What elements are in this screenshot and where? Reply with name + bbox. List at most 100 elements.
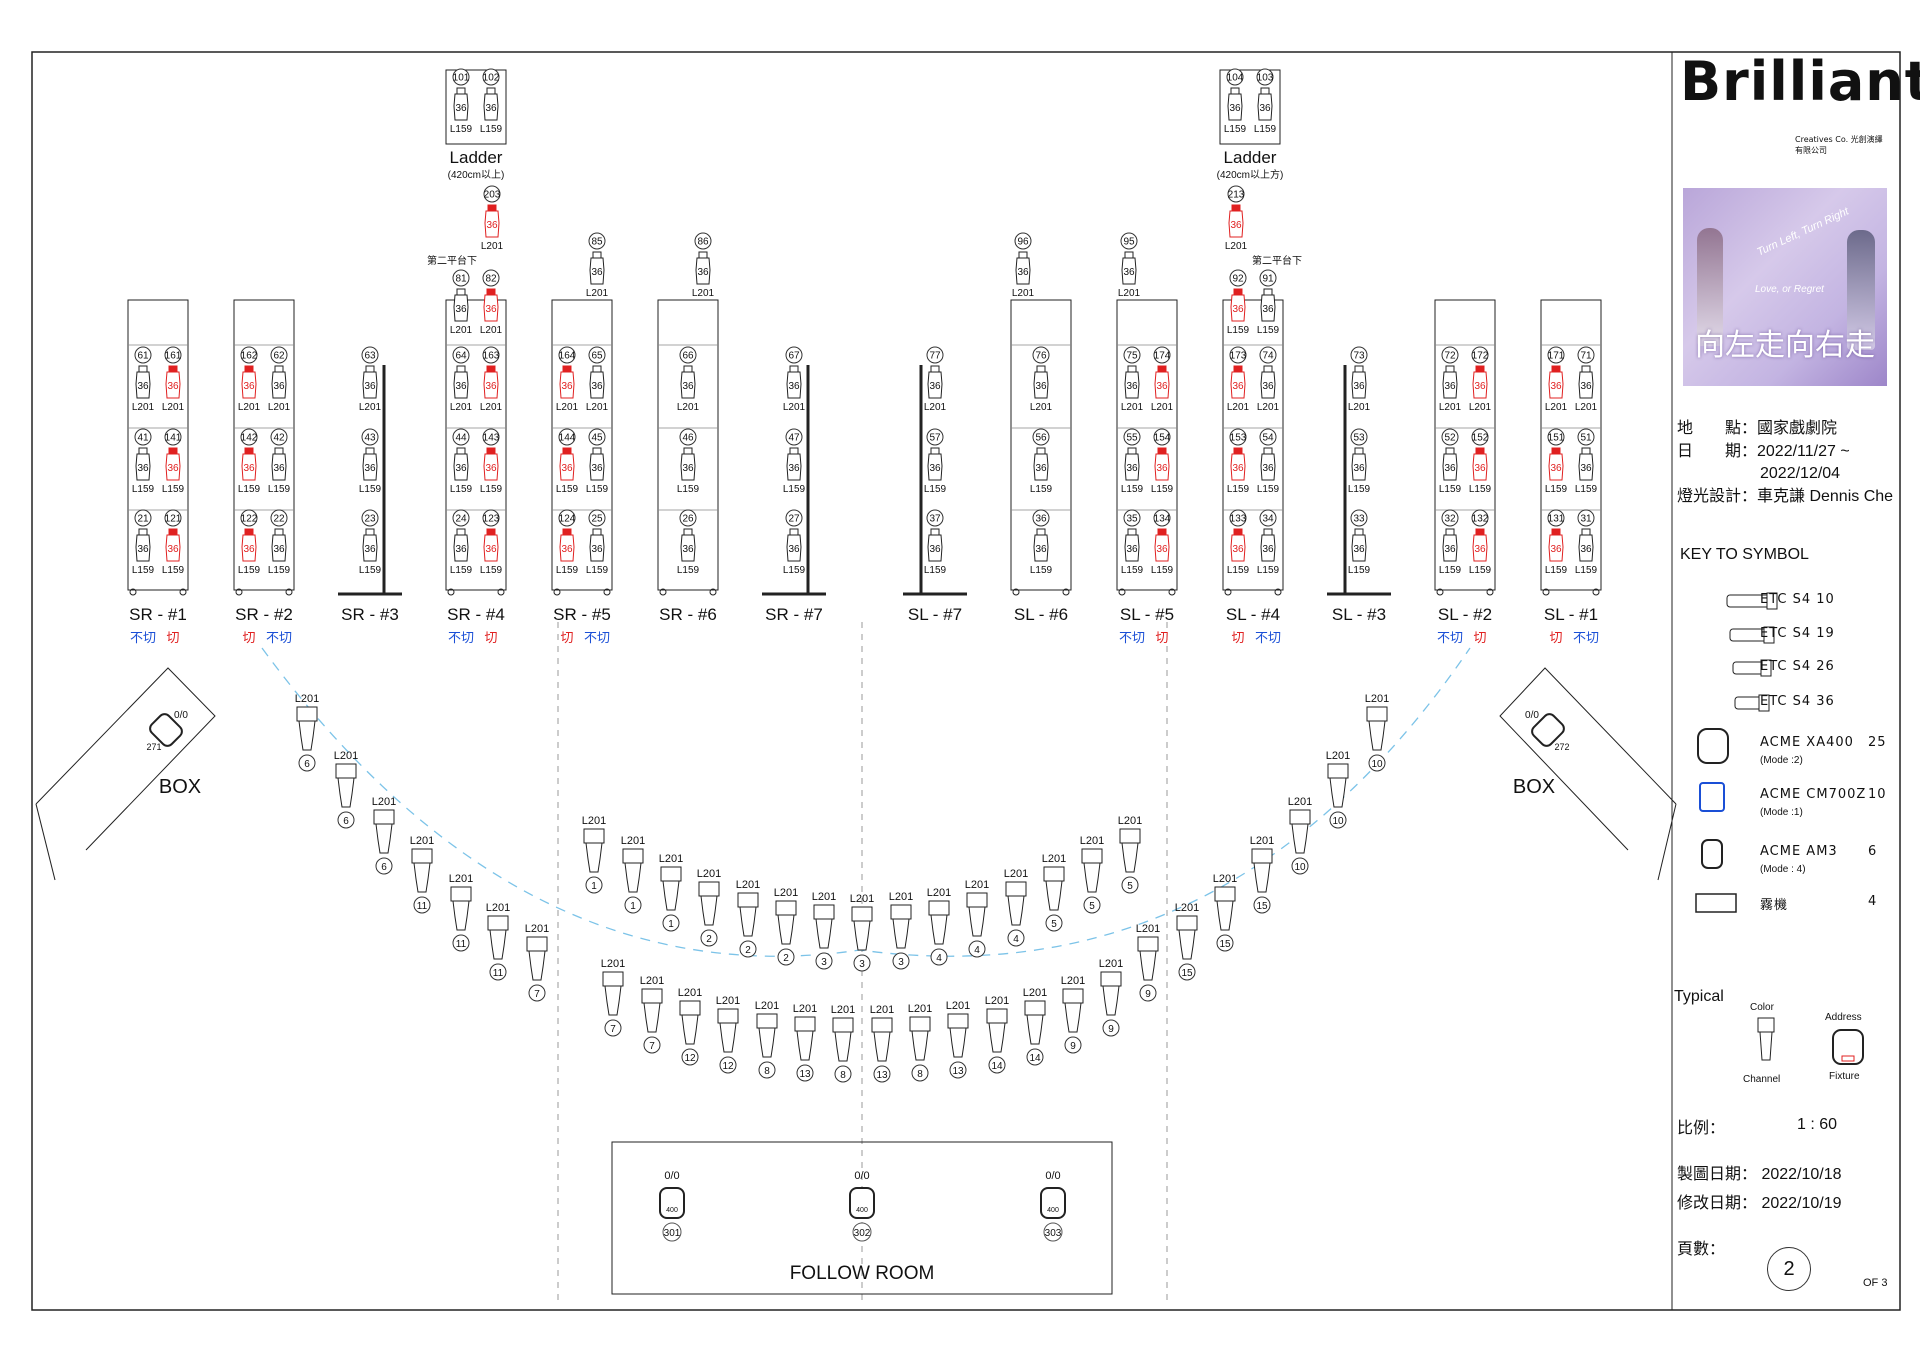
instrument-body <box>1121 842 1139 873</box>
instrument-lens <box>335 763 357 779</box>
instrument-body <box>165 371 181 399</box>
color-number: 36 <box>243 381 255 392</box>
key-item-label: ETC S4 26 <box>1760 659 1835 674</box>
channel-number: 2 <box>706 934 712 945</box>
channel-circle <box>337 811 355 829</box>
channel-circle <box>482 68 500 86</box>
gel-label: L201 <box>812 891 836 903</box>
channel-number: 31 <box>1580 514 1592 525</box>
instrument-body <box>453 453 469 481</box>
channel-circle <box>1441 509 1459 527</box>
instrument-body <box>362 371 378 399</box>
instrument-body <box>680 534 696 562</box>
instrument-body <box>453 294 469 322</box>
channel-circle <box>1123 509 1141 527</box>
instrument-body <box>988 1022 1006 1053</box>
channel-number: 9 <box>1108 1024 1114 1035</box>
channel-number: 33 <box>1353 514 1365 525</box>
gel-label: L159 <box>1254 124 1277 135</box>
boom-11: 9236L1599136L15917336L2017436L20115336L1… <box>1222 269 1284 645</box>
gel-label: L201 <box>450 325 473 336</box>
instrument-body <box>1045 880 1063 911</box>
channel-circle <box>1547 346 1565 364</box>
instrument-body <box>362 534 378 562</box>
instrument-lens <box>562 528 572 536</box>
color-number: 36 <box>1126 463 1138 474</box>
channel-circle <box>777 948 795 966</box>
gel-label: L201 <box>924 402 947 413</box>
instrument-lens <box>602 971 624 987</box>
caster <box>1486 588 1494 596</box>
channel-circle <box>1329 811 1347 829</box>
channel-number: 162 <box>241 351 258 362</box>
color-number: 36 <box>561 463 573 474</box>
gel-label: L201 <box>965 879 989 891</box>
channel-circle <box>1259 346 1277 364</box>
channel-number: 72 <box>1444 351 1456 362</box>
color-number: 36 <box>788 381 800 392</box>
channel-circle <box>588 232 606 250</box>
typical-color-label: Color <box>1750 1002 1774 1013</box>
ellipsoidal-lens <box>1758 694 1770 712</box>
instrument-body <box>1064 1002 1082 1033</box>
boom-10: 7536L20117436L2015536L15915436L1593536L1… <box>1116 299 1178 645</box>
boom-name: SL - #4 <box>1226 605 1280 624</box>
instrument-body <box>483 534 499 562</box>
channel-circle <box>968 940 986 958</box>
channel-circle <box>926 509 944 527</box>
channel-circle <box>134 428 152 446</box>
cut-tag: 不切 <box>1119 630 1145 645</box>
instrument-body <box>1033 371 1049 399</box>
instrument-body <box>271 453 287 481</box>
instrument-body <box>624 862 642 893</box>
channel-number: 122 <box>241 514 258 525</box>
instrument-body <box>1260 534 1276 562</box>
channel-number: 102 <box>483 73 500 84</box>
instrument-body <box>927 371 943 399</box>
gel-label: L159 <box>924 565 947 576</box>
key-item-mode: (Mode :1) <box>1760 807 1803 818</box>
gel-label: L201 <box>1469 402 1492 413</box>
instrument-lens <box>365 528 375 536</box>
instrument-lens <box>641 988 663 1004</box>
cm700-symbol <box>1699 782 1725 812</box>
channel-circle <box>719 1056 737 1074</box>
channel-number: 47 <box>788 433 800 444</box>
boom-frame <box>445 299 507 591</box>
instrument-body <box>786 453 802 481</box>
instrument-lens <box>486 288 496 296</box>
boom-name: SR - #3 <box>341 605 399 624</box>
channel-number: 35 <box>1126 514 1138 525</box>
caster <box>497 588 505 596</box>
color-number: 36 <box>1550 544 1562 555</box>
instrument-lens <box>1036 447 1046 455</box>
instrument-lens <box>679 1000 701 1016</box>
caster <box>1168 588 1176 596</box>
gel-label: L201 <box>659 853 683 865</box>
instrument-body <box>719 1022 737 1053</box>
color-number: 36 <box>1580 463 1592 474</box>
gel-label: L159 <box>359 565 382 576</box>
revised-date: 修改日期： 2022/10/19 <box>1677 1195 1842 1212</box>
instrument-lens <box>1263 447 1273 455</box>
instrument-lens <box>1263 365 1273 373</box>
instrument-lens <box>1445 447 1455 455</box>
instrument-body <box>1260 294 1276 322</box>
channel-circle <box>1123 428 1141 446</box>
channel-number: 14 <box>1029 1053 1041 1064</box>
page-of: OF 3 <box>1863 1277 1888 1289</box>
channel-circle <box>679 509 697 527</box>
boom-name: SR - #6 <box>659 605 717 624</box>
channel-circle <box>452 428 470 446</box>
